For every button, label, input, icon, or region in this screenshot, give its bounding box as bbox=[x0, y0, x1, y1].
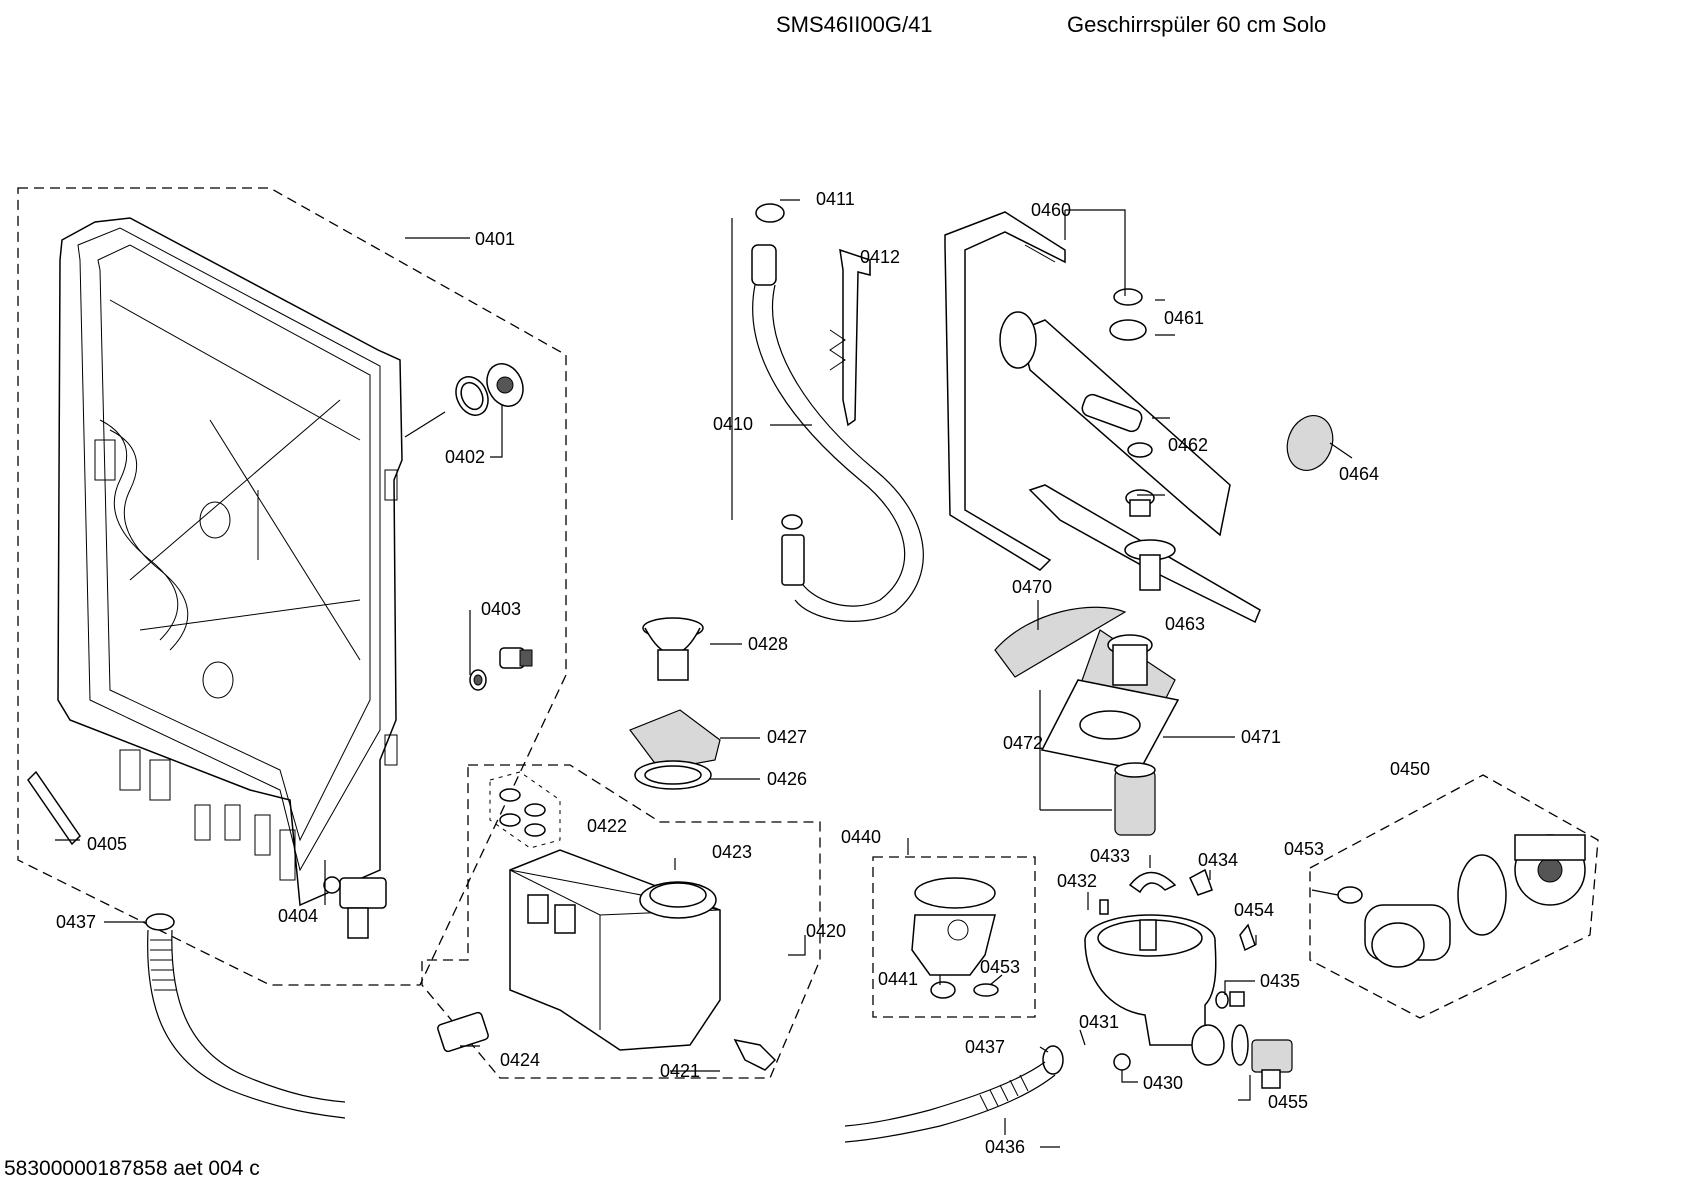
callout-0437-bottom: 0437 bbox=[965, 1037, 1005, 1057]
callout-0453-right: 0453 bbox=[1284, 839, 1324, 859]
inner-door-panel bbox=[57, 217, 403, 907]
callout-0461: 0461 bbox=[1164, 308, 1204, 328]
callout-0430: 0430 bbox=[1143, 1073, 1183, 1093]
callout-labels: 0401 0402 0403 0404 0405 0437 0410 0411 … bbox=[56, 189, 1430, 1157]
callout-0426: 0426 bbox=[767, 769, 807, 789]
callout-0453-mid: 0453 bbox=[980, 957, 1020, 977]
callout-0463: 0463 bbox=[1165, 614, 1205, 634]
callout-0462: 0462 bbox=[1168, 435, 1208, 455]
drain-hose-bottom bbox=[844, 1045, 1064, 1143]
pump-pot-small-parts bbox=[1099, 868, 1256, 1071]
door-grommet-and-plug bbox=[469, 647, 533, 691]
callout-0403: 0403 bbox=[481, 599, 521, 619]
callout-0441: 0441 bbox=[878, 969, 918, 989]
sump-sensor-and-clip bbox=[437, 1011, 777, 1071]
callout-0401: 0401 bbox=[475, 229, 515, 249]
filter-microfilter bbox=[994, 606, 1180, 836]
callout-0404: 0404 bbox=[278, 906, 318, 926]
callout-0433: 0433 bbox=[1090, 846, 1130, 866]
callout-0436: 0436 bbox=[985, 1137, 1025, 1157]
upper-spray-arm-small-parts bbox=[1109, 288, 1155, 517]
pump-pot bbox=[1084, 914, 1225, 1066]
door-seal-and-nozzle bbox=[455, 363, 524, 416]
callout-0440: 0440 bbox=[841, 827, 881, 847]
spray-arm-filter-disc bbox=[1286, 415, 1334, 471]
callout-0405: 0405 bbox=[87, 834, 127, 854]
sump-cap-parts bbox=[629, 617, 721, 790]
callout-0437-left: 0437 bbox=[56, 912, 96, 932]
hose-holder-clip bbox=[829, 248, 871, 427]
door-lever bbox=[27, 770, 81, 846]
callout-0434: 0434 bbox=[1198, 850, 1238, 870]
callout-0464: 0464 bbox=[1339, 464, 1379, 484]
leader-lines bbox=[55, 199, 1353, 1148]
pump-group-boundary bbox=[1309, 774, 1599, 1019]
callout-0470: 0470 bbox=[1012, 577, 1052, 597]
callout-0450: 0450 bbox=[1390, 759, 1430, 779]
callout-0410: 0410 bbox=[713, 414, 753, 434]
callout-0423: 0423 bbox=[712, 842, 752, 862]
callout-0402: 0402 bbox=[445, 447, 485, 467]
drain-hose-left bbox=[145, 913, 346, 1119]
callout-0435: 0435 bbox=[1260, 971, 1300, 991]
circulation-pump bbox=[1337, 834, 1586, 968]
document-code: 58300000187858 aet 004 c bbox=[4, 1157, 260, 1180]
callout-0412: 0412 bbox=[860, 247, 900, 267]
spray-arm-supply-pipe bbox=[944, 211, 1066, 571]
heater-cover bbox=[911, 877, 999, 999]
sump-housing bbox=[509, 849, 721, 1051]
callout-0454: 0454 bbox=[1234, 900, 1274, 920]
callout-0422: 0422 bbox=[587, 816, 627, 836]
model-number: SMS46II00G/41 bbox=[776, 12, 933, 37]
callout-0471: 0471 bbox=[1241, 727, 1281, 747]
callout-0432: 0432 bbox=[1057, 871, 1097, 891]
sump-seals bbox=[489, 771, 561, 849]
callout-0421: 0421 bbox=[660, 1061, 700, 1081]
appliance-description: Geschirrspüler 60 cm Solo bbox=[1067, 12, 1327, 37]
door-inlet-valve bbox=[323, 876, 387, 939]
callout-0472: 0472 bbox=[1003, 733, 1043, 753]
circulation-hose bbox=[751, 203, 924, 622]
lower-spray-arm bbox=[1028, 484, 1261, 624]
callout-0428: 0428 bbox=[748, 634, 788, 654]
drain-pump bbox=[1231, 1024, 1293, 1089]
callout-0460: 0460 bbox=[1031, 200, 1071, 220]
door-group-boundary bbox=[17, 187, 567, 986]
callout-0431: 0431 bbox=[1079, 1012, 1119, 1032]
callout-0424: 0424 bbox=[500, 1050, 540, 1070]
callout-0455: 0455 bbox=[1268, 1092, 1308, 1112]
callout-0427: 0427 bbox=[767, 727, 807, 747]
callout-0411: 0411 bbox=[816, 189, 855, 209]
upper-spray-arm bbox=[999, 311, 1231, 537]
heater-group-boundary bbox=[872, 856, 1036, 1018]
callout-0420: 0420 bbox=[806, 921, 846, 941]
